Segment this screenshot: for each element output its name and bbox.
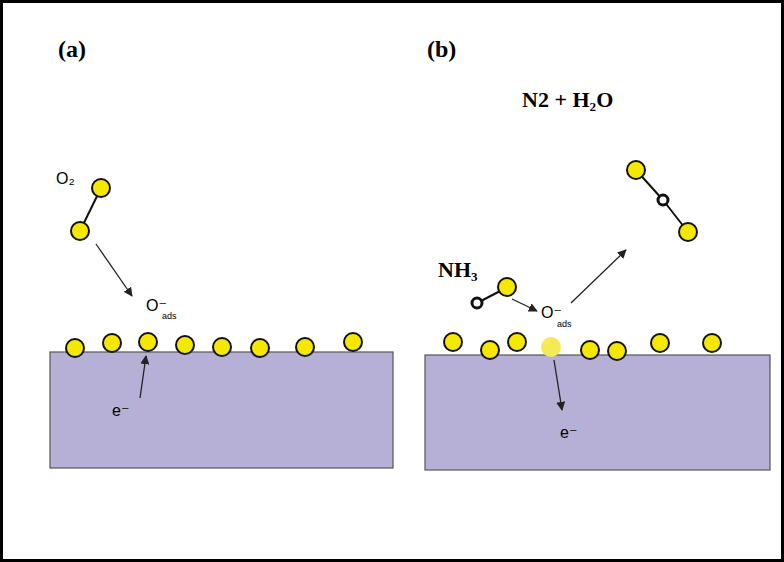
electron-label: e⁻ <box>112 402 129 420</box>
panel-label: (a) <box>58 36 86 62</box>
species-label: N2 + H₂O <box>522 88 613 112</box>
arrow <box>512 299 537 311</box>
species-label: O₂ <box>56 170 75 188</box>
subscript-label: ads <box>162 312 177 322</box>
subscript-label: ads <box>557 320 572 330</box>
arrow <box>571 250 626 303</box>
product-molecule <box>627 161 697 241</box>
species-label: NH₃ <box>438 258 478 282</box>
substrate <box>50 352 393 468</box>
species-label: O⁻ <box>541 304 562 322</box>
panel-label: (b) <box>427 36 456 62</box>
o2-molecule <box>71 179 110 240</box>
arrow <box>140 356 146 398</box>
adsorbed-oxygen-a <box>66 333 362 357</box>
adsorbed-oxygen-b <box>444 333 721 360</box>
nh3-molecule <box>472 278 516 308</box>
arrow <box>96 244 132 296</box>
reacting-oxygen <box>541 337 561 357</box>
electron-label: e⁻ <box>560 424 577 442</box>
arrow <box>554 360 562 410</box>
substrate <box>425 355 770 470</box>
